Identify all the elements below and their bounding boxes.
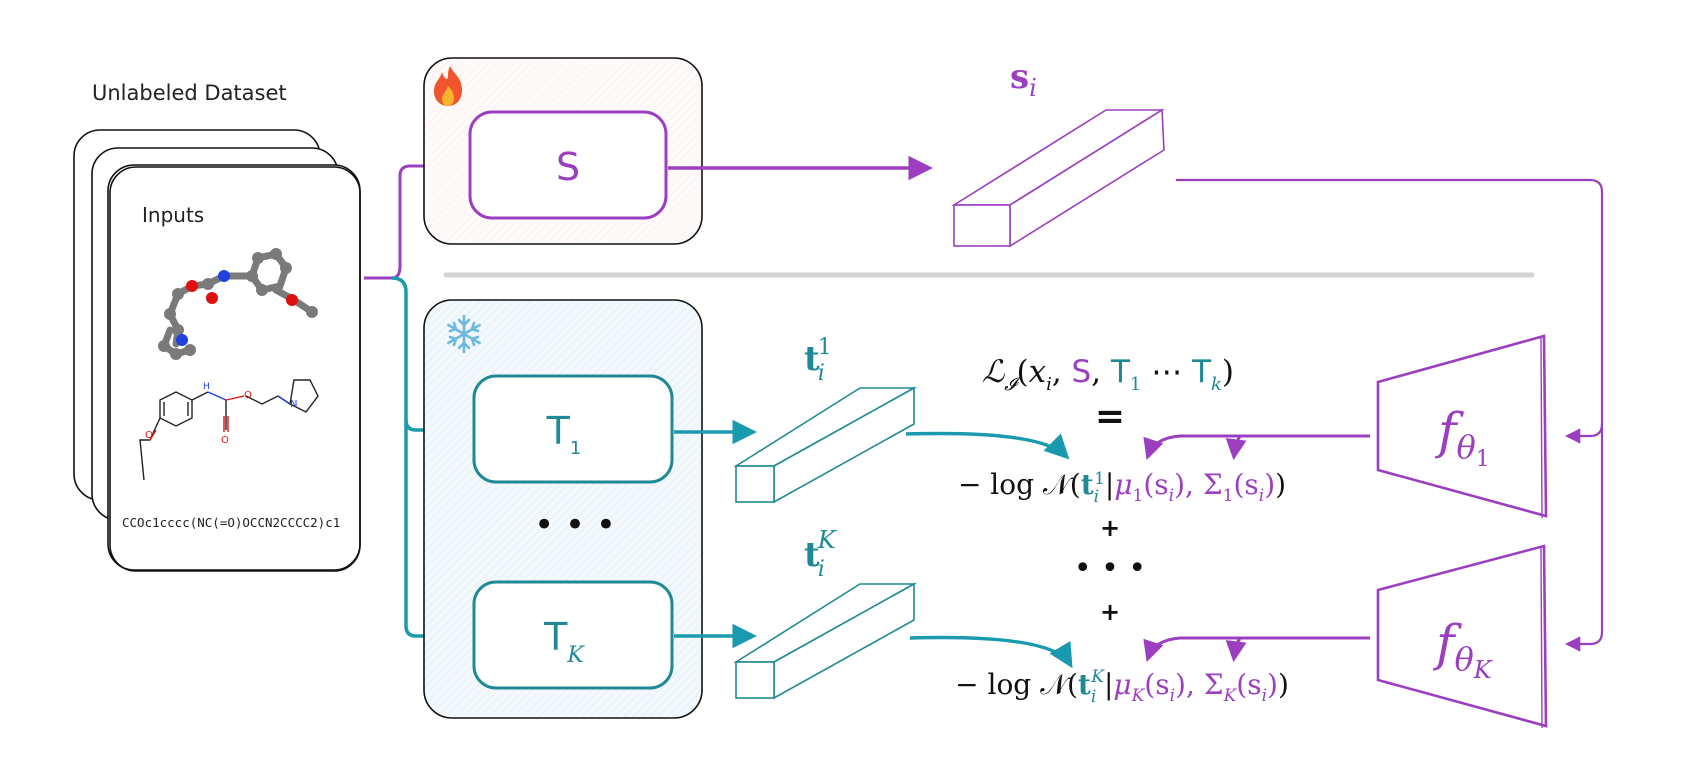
teacher-K-embedding-label: tiK	[804, 526, 838, 582]
loss-term-1: − log 𝒩(ti1|μ1(si), Σ1(si))	[958, 468, 1286, 507]
head-K[interactable]: fθK	[1376, 544, 1548, 729]
molecule-2d-structure: H O O O N	[139, 379, 319, 481]
student-embedding-label: si	[1010, 57, 1037, 102]
loss-equation: ℒ𝓘(xi, S, T1 ⋯ Tk) = − log 𝒩(ti1|μ1(si),…	[955, 354, 1289, 707]
teacher-K-to-loss-arrow	[909, 635, 1073, 669]
teacher-1-model-box[interactable]	[472, 374, 674, 484]
head-K-trapezoid	[1376, 544, 1548, 728]
teacher-panel: T1 • • • TK	[423, 299, 703, 719]
loss-plus-2: +	[1100, 598, 1120, 626]
student-to-heads-connector	[1176, 178, 1604, 652]
fire-icon	[434, 66, 462, 106]
head-1[interactable]: fθ1	[1376, 334, 1548, 519]
inputs-label: Inputs	[142, 203, 204, 227]
teacher-ellipsis: • • •	[534, 505, 616, 545]
student-embedding: si	[951, 57, 1165, 248]
smiles-string: CCOc1cccc(NC(=O)OCCN2CCCC2)c1	[122, 515, 340, 530]
svg-text:O: O	[244, 390, 252, 401]
dataset-branch-connectors	[364, 155, 471, 649]
student-panel: S	[423, 57, 703, 245]
loss-equals: =	[1095, 396, 1125, 437]
svg-text:O: O	[145, 430, 153, 441]
dataset-card-stack	[73, 129, 361, 572]
teacher-1-label: T1	[546, 409, 582, 459]
loss-term-K: − log 𝒩(tiK|μK(si), ΣK(si))	[955, 667, 1289, 707]
teacher-1-to-loss-arrow	[905, 431, 1070, 460]
student-embedding-bar	[951, 108, 1165, 248]
head-K-label: fθK	[1432, 614, 1494, 684]
teacherK-input-arrow	[404, 420, 471, 649]
student-model-box[interactable]	[468, 110, 668, 220]
teacher-K-model-box[interactable]	[472, 580, 674, 690]
svg-text:N: N	[290, 399, 297, 410]
teacher-K-label: TK	[543, 615, 585, 668]
head-1-trapezoid	[1376, 334, 1548, 518]
student-model-label: S	[556, 145, 580, 189]
teacher-K-embedding: tiK	[733, 526, 918, 700]
snowflake-icon	[447, 314, 481, 354]
svg-text:O: O	[221, 435, 229, 446]
teacher-1-embedding: ti1	[733, 335, 918, 504]
teacher-1-embedding-bar	[733, 386, 918, 504]
head-to-loss-arrows	[1143, 434, 1370, 663]
head-1-label: fθ1	[1434, 402, 1490, 472]
teacher-1-embedding-label: ti1	[804, 335, 832, 386]
loss-ellipsis: • • •	[1074, 551, 1146, 586]
svg-text:H: H	[203, 382, 210, 392]
molecule-3d-image	[158, 248, 318, 360]
dataset-title: Unlabeled Dataset	[92, 81, 287, 105]
loss-plus-1: +	[1100, 514, 1120, 542]
loss-header: ℒ𝓘(xi, S, T1 ⋯ Tk)	[982, 354, 1234, 395]
teacher-K-embedding-bar	[733, 582, 918, 700]
dataset-group: Unlabeled Dataset Inputs	[73, 81, 361, 572]
